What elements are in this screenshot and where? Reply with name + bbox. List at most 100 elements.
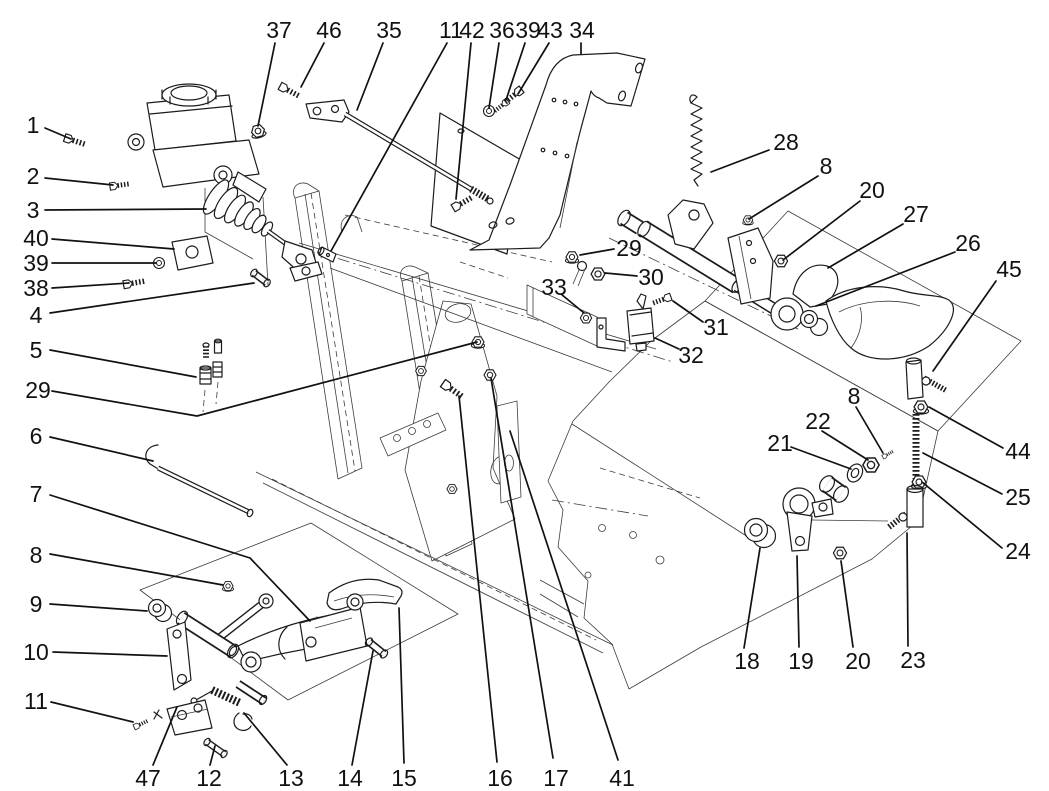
- callout-leader-c38: [51, 282, 130, 289]
- callout-leader-c23: [906, 532, 909, 647]
- callout-leader-c43: [517, 42, 550, 95]
- pedal-pad-26: [825, 286, 954, 360]
- callout-label-c20b: 20: [845, 648, 871, 674]
- swivel-23: [906, 488, 924, 528]
- callout-label-c27: 27: [903, 201, 929, 227]
- screw-8-icon: [880, 447, 896, 461]
- frame-structure: [139, 182, 1022, 701]
- callout-label-c10: 10: [23, 639, 49, 665]
- callout-leader-c39t: [505, 42, 526, 101]
- nut-22-icon: [862, 457, 880, 473]
- callout-label-c20a: 20: [859, 177, 885, 203]
- callout-label-c37: 37: [266, 17, 292, 43]
- callout-label-c30: 30: [638, 264, 664, 290]
- callout-label-c8b: 8: [820, 153, 833, 179]
- callout-leader-c8a: [49, 553, 224, 586]
- callout-leader-c14: [351, 650, 374, 766]
- callout-label-c8c: 8: [848, 383, 861, 409]
- callout-label-c46: 46: [316, 17, 342, 43]
- callout-leader-c19: [796, 555, 800, 648]
- callout-label-c34: 34: [569, 17, 595, 43]
- callout-leader-c13: [243, 712, 288, 766]
- rod-6: [145, 444, 161, 471]
- callout-leader-c46: [300, 42, 325, 88]
- callout-leader-c24: [921, 481, 1003, 549]
- nut-8a-icon: [221, 581, 235, 592]
- callout-leader-c2: [44, 177, 114, 186]
- callout-leader-c32: [654, 337, 680, 350]
- pedal-pad-15: [326, 578, 403, 611]
- master-cylinder-drawing: [127, 83, 337, 282]
- ball-joint-45: [905, 359, 924, 400]
- callout-leader-c4: [49, 282, 255, 314]
- callout-label-c36: 36: [489, 17, 515, 43]
- callout-label-c28: 28: [773, 129, 799, 155]
- callout-label-c6: 6: [30, 423, 43, 449]
- callout-leader-c29a: [51, 341, 478, 417]
- callout-leader-c18: [743, 547, 761, 649]
- nut-17-icon: [483, 369, 497, 381]
- callout-leader-c31: [672, 300, 704, 323]
- callout-label-c26: 26: [955, 230, 981, 256]
- callout-label-c41: 41: [609, 765, 635, 791]
- callout-leader-c5: [49, 349, 197, 378]
- callout-label-c39l: 39: [23, 250, 49, 276]
- nut-44-icon: [912, 400, 930, 415]
- callout-leader-c37: [257, 42, 276, 127]
- bushing-18: [743, 517, 769, 543]
- callout-leader-c35: [356, 42, 384, 111]
- arm-10: [166, 621, 192, 691]
- callout-leader-c17: [490, 377, 554, 759]
- nut-24-icon: [910, 475, 928, 490]
- callout-leader-c22: [821, 430, 869, 461]
- callout-leader-c42: [455, 42, 472, 200]
- nut-icon: [415, 365, 427, 377]
- callout-label-c2: 2: [27, 163, 40, 189]
- nut-30-icon: [590, 267, 606, 281]
- middle-hardware: [303, 251, 672, 627]
- spring-28: [690, 96, 703, 187]
- callout-leader-c10: [52, 651, 168, 657]
- callout-leader-c26: [815, 251, 956, 307]
- screw-31-icon: [651, 293, 672, 306]
- nut-20b-icon: [832, 546, 848, 560]
- callout-leader-c45: [932, 280, 997, 372]
- callout-leader-c12: [209, 745, 216, 766]
- callout-label-c23: 23: [900, 647, 926, 673]
- callout-leader-c47: [152, 706, 178, 766]
- pedal-15-group: [278, 578, 403, 662]
- callout-label-c39t: 39: [515, 17, 541, 43]
- callout-leader-c20b: [840, 560, 854, 648]
- callout-label-c12: 12: [196, 765, 222, 791]
- callout-label-c4: 4: [30, 302, 43, 328]
- fittings-5: [199, 338, 223, 413]
- callout-label-c31: 31: [703, 314, 729, 340]
- callout-leader-c36: [488, 42, 500, 109]
- callout-label-c44: 44: [1005, 438, 1031, 464]
- callout-label-c1: 1: [27, 112, 40, 138]
- callout-leader-c11t: [330, 42, 448, 252]
- callout-leader-c3: [44, 208, 207, 211]
- nut-icon: [446, 484, 458, 494]
- callout-label-c15: 15: [391, 765, 417, 791]
- callout-label-c3: 3: [27, 197, 40, 223]
- bushing-9: [147, 598, 167, 618]
- callout-label-c5: 5: [30, 337, 43, 363]
- callout-leader-c44: [928, 406, 1004, 449]
- callout-label-c11b: 11: [24, 688, 48, 714]
- callout-leader-c16: [458, 395, 498, 763]
- master-cylinder-hardware: [63, 82, 300, 288]
- clevis-47: [166, 699, 213, 736]
- bracket-34: [469, 52, 646, 251]
- callout-label-c22: 22: [805, 408, 831, 434]
- rod-35-eye: [305, 99, 350, 123]
- callout-leader-c28: [710, 149, 770, 173]
- callout-leader-c21: [790, 446, 852, 470]
- callout-label-c45: 45: [996, 256, 1022, 282]
- callout-leader-c15: [398, 607, 405, 764]
- callout-label-c38: 38: [23, 275, 49, 301]
- callout-label-c32: 32: [678, 342, 704, 368]
- callout-leader-c33: [560, 293, 585, 314]
- right-linkage-group: [743, 357, 949, 560]
